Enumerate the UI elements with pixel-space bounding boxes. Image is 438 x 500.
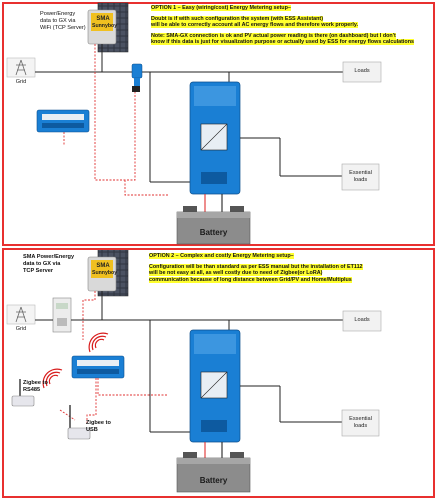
gx-note-line2: data to GX via [40, 17, 76, 24]
gx-note: Power/Energy data to GX via WiFi (TCP Se… [40, 11, 86, 31]
gx-note-line3: WiFi (TCP Server) [40, 24, 86, 31]
loads-label: Loads [354, 68, 370, 74]
gx-device-icon [36, 109, 90, 133]
essential-label-line2: loads [353, 176, 368, 183]
essential-label-line1: Essential [349, 416, 372, 422]
essential-label-line1: Essential [349, 170, 372, 176]
battery-label: Battery [199, 476, 228, 485]
essential-loads-label: Essential loads [342, 170, 379, 184]
multiplus-inverter-icon [189, 81, 241, 195]
sma-inverter-icon [87, 256, 117, 292]
note1-line1: Doubt is if with such configuration the … [151, 15, 324, 22]
zigbee-usb-icon [67, 405, 91, 440]
battery-icon [176, 452, 251, 493]
zigbee-rs485-line2: RS485 [23, 386, 41, 393]
essential-loads-label: Essential loads [342, 416, 379, 430]
sma-inverter-icon [87, 9, 117, 45]
option1-title: OPTION 1 – Easy (wiring/cost) Energy Met… [151, 5, 291, 11]
option1-panel [2, 2, 435, 246]
battery-icon [176, 206, 251, 245]
gx-note-line1: SMA Power/Energy [23, 254, 75, 260]
grid-label: Grid [15, 79, 27, 85]
essential-label-line2: loads [353, 422, 368, 429]
zigbee-rs485-icon [11, 379, 35, 407]
zigbee-usb-label: Zigbee to USB [86, 420, 111, 434]
option1-notes: OPTION 1 – Easy (wiring/cost) Energy Met… [151, 5, 429, 46]
essential-loads-box [341, 163, 380, 191]
sma-label-line2: Sunnyboy [92, 269, 118, 276]
energy-meter-icon [52, 297, 72, 333]
sma-label-line1: SMA [96, 16, 110, 22]
sma-label: SMA Sunnyboy [92, 263, 118, 277]
sma-label-line2: Sunnyboy [92, 22, 118, 29]
note1-line2: will be able to correctly account all AC… [151, 22, 358, 29]
gx-device-icon [71, 355, 125, 379]
multiplus-inverter-icon [189, 329, 241, 443]
note-line2: will be not easy at all, as well costly … [149, 270, 323, 277]
note2-line2: know if this data is just for visualizat… [151, 39, 415, 46]
loads-box [342, 310, 382, 332]
loads-box [342, 61, 382, 83]
loads-label: Loads [354, 317, 370, 323]
zigbee-usb-line1: Zigbee to [86, 420, 111, 426]
grid-pylon-icon [6, 57, 36, 78]
sma-label-line1: SMA [96, 263, 110, 269]
option2-title: OPTION 2 – Complex and costly Energy Met… [149, 253, 294, 259]
current-sensor-icon [131, 63, 143, 92]
note-line3: communication because of long distance b… [149, 276, 352, 283]
option2-panel [2, 248, 435, 498]
gx-note-line1: Power/Energy [40, 11, 76, 17]
wireless-signal-icon [42, 368, 63, 389]
gx-note-line2: data to GX via [23, 260, 61, 267]
zigbee-rs485-line1: Zigbee to [23, 380, 48, 386]
battery-label: Battery [199, 228, 228, 237]
grid-label: Grid [15, 326, 27, 332]
option2-notes: OPTION 2 – Complex and costly Energy Met… [149, 253, 431, 283]
note2-line1: Note: SMA-GX connection is ok and PV act… [151, 32, 396, 39]
zigbee-rs485-label: Zigbee to RS485 [23, 380, 48, 394]
note-line1: Configuration will be than standard as p… [149, 263, 363, 270]
sma-label: SMA Sunnyboy [92, 16, 118, 30]
grid-pylon-icon [6, 304, 36, 325]
wireless-signal-icon [88, 332, 109, 353]
essential-loads-box [341, 409, 380, 437]
gx-note: SMA Power/Energy data to GX via TCP Serv… [23, 254, 74, 274]
zigbee-usb-line2: USB [86, 426, 98, 433]
gx-note-line3: TCP Server [23, 267, 54, 274]
